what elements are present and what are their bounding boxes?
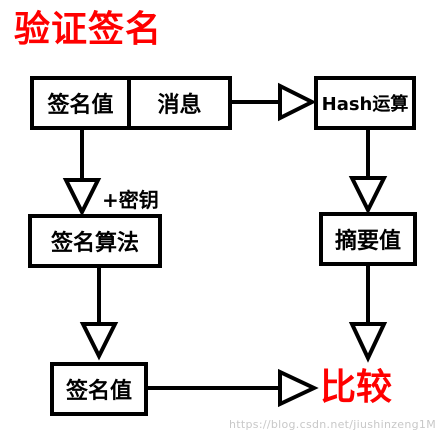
box-divider xyxy=(127,80,131,126)
message-node: 消息 xyxy=(131,80,228,126)
signature-value-bottom-node: 签名值 xyxy=(50,362,148,416)
arrowhead-message-to-hash xyxy=(278,82,317,122)
digest-node: 摘要值 xyxy=(319,212,417,266)
page-title: 验证签名 xyxy=(14,9,163,50)
signature-value-label: 签名值 xyxy=(47,93,114,118)
message-label: 消息 xyxy=(157,93,202,118)
key-edge-label: +密钥 xyxy=(102,188,159,212)
hash-operation-node: Hash运算 xyxy=(314,76,416,130)
arrowhead-signature-to-result xyxy=(278,368,319,408)
compare-result: 比较 xyxy=(320,367,393,408)
arrowhead-algorithm-to-signature xyxy=(79,322,119,361)
signature-value-bottom-label: 签名值 xyxy=(65,379,132,404)
signature-algorithm-label: 签名算法 xyxy=(50,231,139,256)
signature-message-box: 签名值 消息 xyxy=(30,76,232,130)
arrowhead-digest-to-result xyxy=(348,322,388,363)
arrowhead-hash-to-digest xyxy=(348,176,388,215)
digest-label: 摘要值 xyxy=(334,229,401,254)
signature-value-node: 签名值 xyxy=(34,80,127,126)
signature-algorithm-node: 签名算法 xyxy=(28,214,162,268)
arrowhead-signature-to-algorithm xyxy=(62,178,102,217)
hash-operation-label: Hash运算 xyxy=(321,94,409,115)
watermark: https://blog.csdn.net/jiushinzeng1M xyxy=(229,418,436,431)
